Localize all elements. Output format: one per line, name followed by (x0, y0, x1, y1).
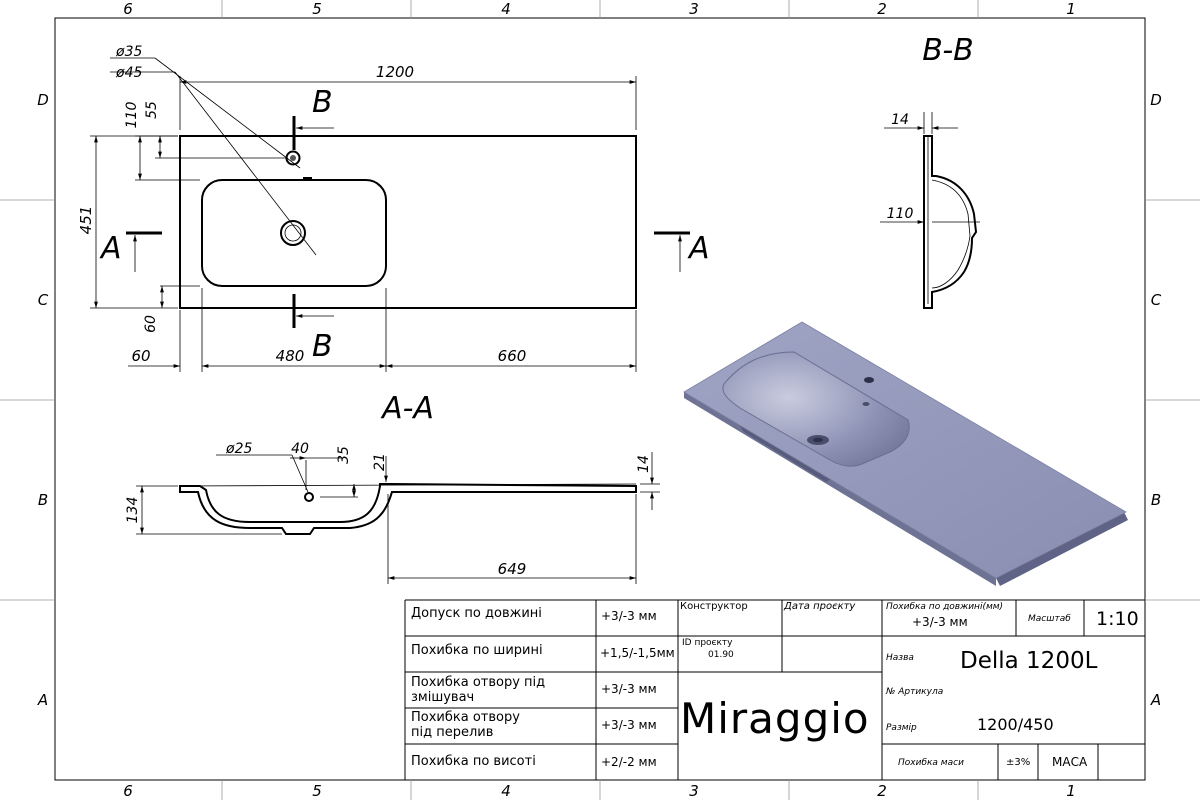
dim-hole-offset-110-label: 110 (124, 102, 140, 129)
frame-row-label: B (1151, 491, 1161, 509)
sink-mixer-hole-3d (864, 377, 874, 383)
section-a-mark-right: A (687, 231, 710, 266)
plan-view: ø35 ø45 1200 110 55 451 60 60 480 (77, 44, 710, 372)
frame-col-label: 1 (1066, 0, 1076, 18)
dim-aa-649-label: 649 (498, 560, 527, 578)
dim-bb-14-label: 14 (891, 112, 909, 128)
frame-col-label: 2 (877, 0, 887, 18)
frame-col-label: 3 (689, 0, 699, 18)
frame-col-label: 6 (123, 0, 133, 18)
sink-bowl (722, 351, 910, 467)
section-b-mark-top: B (312, 85, 333, 120)
section-aa-title: A-A (380, 391, 434, 426)
section-bb-view: B-B 14 110 (880, 33, 980, 309)
frame-row-label: A (1150, 691, 1161, 709)
dim-bowl-480-label: 480 (276, 347, 305, 365)
frame-row-label: C (38, 291, 49, 309)
dim-aa-hole-label: ø25 (225, 441, 252, 457)
frame-row-label: C (1151, 291, 1162, 309)
bowl-outline (201, 179, 387, 287)
frame-col-label: 5 (312, 0, 322, 18)
section-aa-profile (179, 483, 637, 535)
frame-row-label: B (38, 491, 48, 509)
dim-aa-21-label: 21 (372, 453, 388, 471)
dim-hole-offset-55-label: 55 (144, 101, 160, 119)
section-aa-view: A-A ø25 40 35 21 14 134 649 (125, 391, 660, 584)
frame-row-label: D (37, 91, 49, 109)
frame-row-label: D (1150, 91, 1162, 109)
dim-aa-35-label: 35 (336, 446, 352, 464)
dim-depth-label: 451 (77, 206, 95, 235)
dim-hole-small-label: ø35 (115, 44, 142, 60)
dim-aa-40-label: 40 (291, 441, 309, 457)
section-bb-title: B-B (922, 33, 973, 68)
dim-aa-14-label: 14 (636, 455, 652, 473)
frame-col-label: 6 (123, 782, 133, 800)
section-b-mark-bottom: B (312, 329, 333, 364)
dim-bb-110-label: 110 (887, 206, 914, 222)
section-a-mark-left: A (99, 231, 122, 266)
drain-hole (280, 220, 306, 246)
frame-row-label: A (37, 691, 48, 709)
sink-3d-render (683, 321, 1128, 586)
section-bb-profile (923, 135, 978, 309)
countertop-outline (179, 135, 637, 309)
frame-col-label: 1 (1066, 782, 1076, 800)
title-block (404, 599, 1145, 780)
dim-hole-large-label: ø45 (115, 65, 142, 81)
frame-col-label: 4 (501, 782, 511, 800)
frame-col-label: 3 (689, 782, 699, 800)
sink-top-surface (683, 321, 1127, 579)
frame-col-label: 4 (501, 0, 511, 18)
frame-col-label: 2 (877, 782, 887, 800)
dim-right-660-label: 660 (498, 347, 527, 365)
dim-left-60-label: 60 (131, 347, 150, 365)
dim-overall-length-label: 1200 (376, 63, 414, 81)
dim-bottom-60-label: 60 (143, 315, 159, 333)
overflow-hole (304, 492, 314, 502)
dim-aa-134-label: 134 (125, 497, 141, 524)
frame-col-label: 5 (312, 782, 322, 800)
